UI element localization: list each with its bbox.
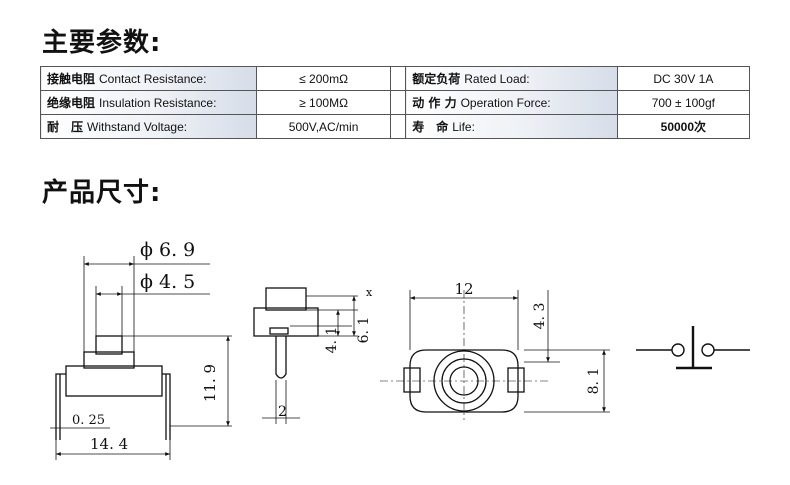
label-cn: 接触电阻 — [47, 72, 96, 86]
spec-value: DC 30V 1A — [616, 66, 751, 91]
label-cn: 寿 命 — [412, 120, 449, 134]
top-view — [380, 290, 610, 420]
inner-diameter-label: ϕ 4. 5 — [140, 271, 195, 293]
label-en: Rated Load: — [464, 72, 530, 86]
cap-depth-label: 4. 3 — [532, 303, 548, 330]
top-body-height-label: 8. 1 — [586, 368, 602, 395]
label-cn: 动 作 力 — [412, 96, 457, 110]
spec-divider — [389, 114, 407, 139]
label-cn: 耐 压 — [47, 120, 84, 134]
label-en: Contact Resistance: — [99, 72, 207, 86]
spec-value: 500V,AC/min — [256, 114, 391, 139]
x-mark-label: x — [366, 286, 373, 299]
width-label: 14. 4 — [90, 435, 128, 453]
spec-section-title: 主要参数: — [42, 28, 162, 58]
label-en: Insulation Resistance: — [99, 96, 217, 110]
label-en: Life: — [452, 120, 475, 134]
spec-value: 700 ± 100gf — [616, 90, 751, 115]
label-en: Withstand Voltage: — [87, 120, 188, 134]
body-height-label: 6. 1 — [356, 317, 372, 344]
outer-diameter-label: ϕ 6. 9 — [140, 239, 195, 261]
label-cn: 额定负荷 — [412, 72, 461, 86]
height-label: 11. 9 — [201, 364, 219, 402]
label-cn: 绝缘电阻 — [47, 96, 96, 110]
top-width-label: 12 — [454, 280, 473, 298]
switch-symbol-icon — [636, 326, 750, 370]
dimension-section-title: 产品尺寸: — [42, 178, 162, 208]
pin-width-label: 2 — [278, 404, 287, 420]
pin-thickness-label: 0. 25 — [72, 413, 105, 428]
label-en: Operation Force: — [460, 96, 551, 110]
stem-height-label: 4. 1 — [324, 327, 340, 354]
spec-value: ≤ 200mΩ — [256, 66, 391, 91]
spec-value: ≥ 100MΩ — [256, 90, 391, 115]
spec-value: 50000次 — [616, 114, 751, 139]
side-view — [253, 287, 358, 424]
front-view — [50, 256, 232, 460]
